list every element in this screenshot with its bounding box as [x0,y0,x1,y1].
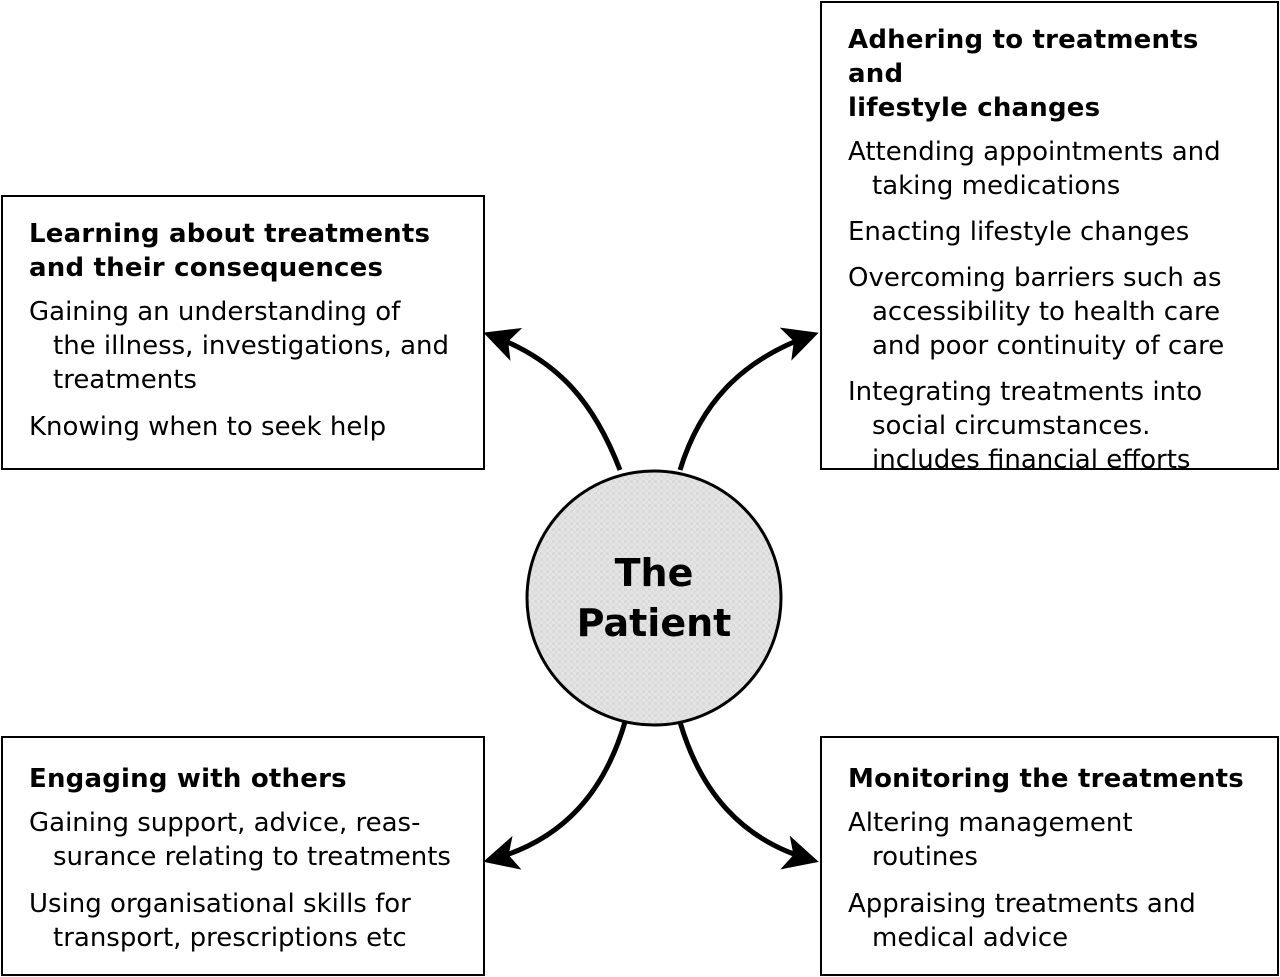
arrow-to-adhering [677,327,819,471]
learning-box: Learning about treatments and their cons… [1,195,485,470]
arrow-to-engaging [483,721,628,870]
patient-label-line2: Patient [576,601,732,645]
monitoring-item: Appraising treatments and medical advice [848,889,1196,953]
adhering-item: Overcoming barriers such as accessibilit… [848,263,1225,361]
adhering-item: Attending appointments and taking medica… [848,137,1221,201]
arrow-to-learning [483,327,623,471]
engaging-item: Gaining support, advice, reas- surance r… [29,808,451,872]
adhering-item: Integrating treatments into social circu… [848,377,1203,475]
engaging-title: Engaging with others [29,764,347,794]
adhering-box: Adhering to treatments and lifestyle cha… [820,1,1279,475]
engaging-box: Engaging with others Gaining support, ad… [1,736,485,976]
engaging-item: Using organisational skills for transpor… [29,889,411,953]
learning-item: Knowing when to seek help [29,412,387,442]
adhering-item: Enacting lifestyle changes [848,217,1190,247]
monitoring-box: Monitoring the treatments Altering manag… [820,736,1279,976]
patient-label-line1: The [614,551,694,595]
patient-label: The Patient [526,485,782,711]
adhering-title: Adhering to treatments and lifestyle cha… [848,25,1199,123]
monitoring-item: Altering management routines [848,808,1133,872]
patient-circle [525,469,783,727]
learning-item: Gaining an understanding of the illness,… [29,297,449,395]
arrow-to-monitoring [677,721,819,870]
learning-title: Learning about treatments and their cons… [29,219,431,283]
monitoring-title: Monitoring the treatments [848,764,1244,794]
